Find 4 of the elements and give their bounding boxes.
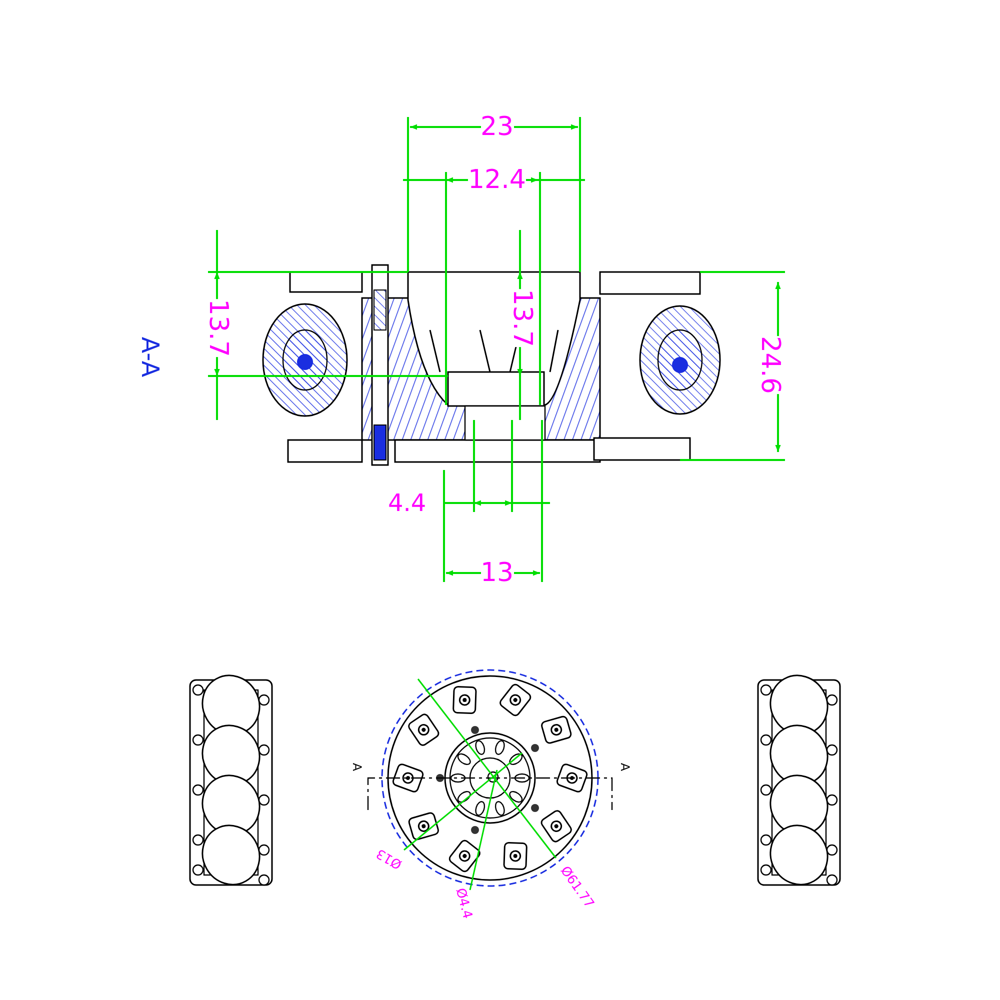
dimension-text: Ø4.4: [452, 886, 474, 920]
dimension-text: Ø13: [374, 846, 404, 870]
section-mark-letter: A: [351, 762, 364, 772]
section-mark-letter: A: [619, 762, 632, 772]
